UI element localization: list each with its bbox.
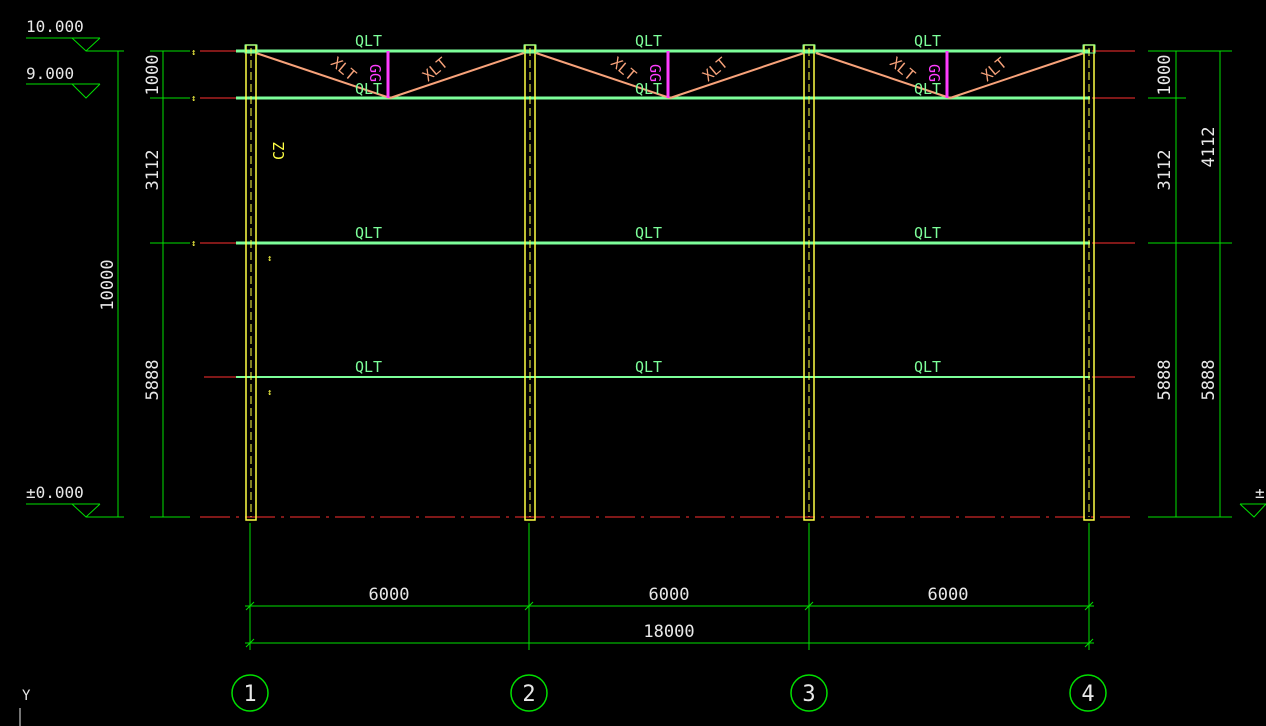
level-ground-right-label: ± [1255, 483, 1265, 502]
level-marker-ground-right: ± [1239, 483, 1266, 518]
svg-text:↕: ↕ [191, 48, 196, 58]
bay-dim-2: 6000 [649, 585, 690, 605]
column-2[interactable] [523, 44, 537, 521]
bottom-dimension-text: 6000 6000 6000 18000 [369, 585, 969, 642]
sway-label: GG [646, 64, 664, 82]
brace-label: XLT [419, 54, 451, 85]
left-dim-total: 10000 [98, 259, 118, 310]
column-4[interactable] [1082, 44, 1096, 521]
ucs-icon: Y [19, 688, 31, 726]
right-dim-inner-1: 1000 [1155, 55, 1175, 96]
bay-dim-1: 6000 [369, 585, 410, 605]
level-marker-top: 10.000 [26, 17, 118, 52]
right-dim-inner-2: 3112 [1155, 150, 1175, 191]
axis-bubble-1[interactable]: 1 [231, 674, 269, 712]
axis-label: 1 [243, 682, 256, 707]
axis-bubble-2[interactable]: 2 [510, 674, 548, 712]
level-marker-ground: ±0.000 [26, 483, 118, 518]
bottom-dimension-chain [245, 523, 1094, 650]
axis-label: 3 [802, 682, 815, 707]
right-dim-outer-2: 5888 [1199, 360, 1219, 401]
axis-label: 4 [1081, 682, 1094, 707]
beam-label: QLT [635, 32, 662, 50]
beam-labels: QLT QLT QLT QLT QLT QLT QLT QLT QLT QLT … [355, 32, 941, 376]
beam-label: QLT [635, 80, 662, 98]
roof-braces[interactable] [255, 52, 1085, 99]
column-label: CZ [270, 142, 288, 160]
beam-label: QLT [355, 358, 382, 376]
bay-dim-3: 6000 [928, 585, 969, 605]
column-1[interactable] [244, 44, 258, 521]
sway-labels: GG GG GG [366, 64, 943, 82]
sway-label: GG [925, 64, 943, 82]
level-ground-label: ±0.000 [26, 483, 84, 502]
left-dim-seg-2: 3112 [143, 150, 163, 191]
total-dim: 18000 [643, 622, 694, 642]
beam-label: QLT [914, 32, 941, 50]
beam-label: QLT [914, 358, 941, 376]
level-top-label: 10.000 [26, 17, 84, 36]
sway-braces[interactable] [386, 51, 949, 98]
brace-label: XLT [699, 54, 731, 85]
beam-label: QLT [355, 80, 382, 98]
right-dim-outer-1: 4112 [1199, 127, 1219, 168]
beam-label: QLT [355, 224, 382, 242]
beam-label: QLT [635, 224, 662, 242]
beam-label: QLT [635, 358, 662, 376]
axis-label: 2 [522, 682, 535, 707]
level-marker-second: 9.000 [26, 64, 101, 99]
right-dimension-chain: 1000 3112 5888 4112 5888 [1148, 50, 1232, 518]
left-dimension-chain: 10000 1000 3112 5888 [98, 50, 190, 518]
level-second-label: 9.000 [26, 64, 74, 83]
left-dim-seg-1: 1000 [143, 55, 163, 96]
right-dim-inner-3: 5888 [1155, 360, 1175, 401]
column-tick-markers: ↕ ↕ ↕ ↕ ↕ [191, 48, 272, 398]
svg-text:↕: ↕ [191, 239, 196, 249]
left-dim-seg-3: 5888 [143, 360, 163, 401]
column-3[interactable] [802, 44, 816, 521]
beam-label: QLT [914, 224, 941, 242]
beam-label: QLT [355, 32, 382, 50]
axis-bubble-4[interactable]: 4 [1069, 674, 1107, 712]
sway-label: GG [366, 64, 384, 82]
beam-extension-lines [200, 50, 1135, 378]
svg-text:↕: ↕ [267, 254, 272, 264]
axis-bubble-3[interactable]: 3 [790, 674, 828, 712]
tie-beams[interactable] [236, 49, 1090, 378]
svg-text:↕: ↕ [267, 388, 272, 398]
ucs-y-label: Y [22, 688, 31, 704]
beam-label: QLT [914, 80, 941, 98]
svg-text:↕: ↕ [191, 94, 196, 104]
